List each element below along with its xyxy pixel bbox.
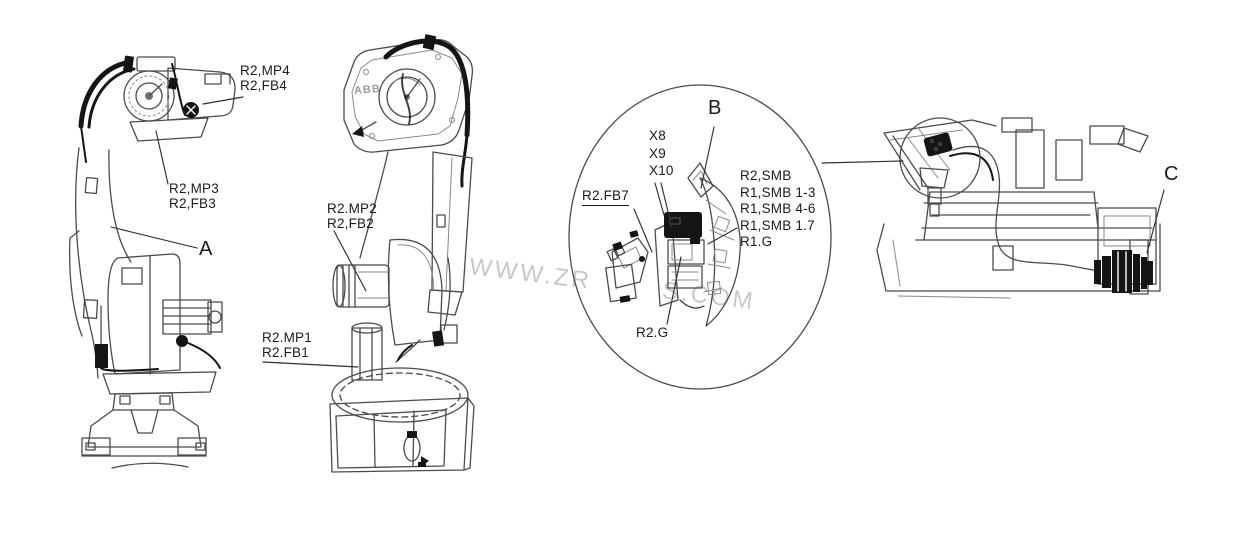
label-r2mp4: R2,MP4 [240, 63, 290, 78]
label-smb-list: R2,SMB R1,SMB 1-3 R1,SMB 4-6 R1,SMB 1.7 … [740, 168, 816, 251]
leader-smb [707, 227, 738, 245]
detail-connection-line [821, 160, 904, 164]
leader-x-connectors-2 [660, 182, 673, 229]
leader-mp3 [155, 130, 169, 185]
label-axis2-connectors: R2.MP2 R2,FB2 [327, 201, 377, 232]
leader-c [1146, 189, 1165, 254]
base-panel-symbol-icon [403, 431, 429, 467]
label-r2mp3: R2,MP3 [169, 181, 219, 196]
middle-robot-drawing [329, 34, 475, 473]
leader-lines [110, 96, 1165, 368]
leader-r2g [666, 256, 682, 325]
label-r2mp2: R2.MP2 [327, 201, 377, 216]
view-letter-b: B [708, 97, 722, 119]
label-x8: X8 [649, 128, 666, 143]
label-r1smb-4-6: R1,SMB 4-6 [740, 201, 816, 216]
leader-mp2 [333, 230, 367, 292]
label-r2fb4: R2,FB4 [240, 77, 287, 93]
leader-b [700, 126, 715, 189]
label-axis1-connectors: R2.MP1 R2.FB1 [262, 330, 312, 361]
label-r2g: R2.G [636, 325, 669, 340]
label-r1g: R1.G [740, 234, 773, 249]
label-x9: X9 [649, 145, 666, 161]
leader-mp4 [202, 96, 244, 105]
label-r2smb: R2,SMB [740, 168, 792, 183]
label-r2fb2: R2,FB2 [327, 215, 374, 231]
label-r2fb1: R2.FB1 [262, 344, 309, 360]
leader-x-connectors-1 [654, 182, 665, 216]
left-robot-drawing [68, 55, 236, 469]
label-x-connector-list: X8 X9 X10 [649, 127, 674, 180]
detail-b-drawing [568, 84, 832, 390]
label-r1smb-1-7: R1,SMB 1.7 [740, 217, 815, 233]
label-r2mp1: R2.MP1 [262, 330, 312, 345]
abb-logo: ABB [353, 83, 382, 97]
leader-fb7 [633, 208, 653, 253]
label-axis4-connectors: R2,MP4 R2,FB4 [240, 63, 290, 94]
view-letter-a: A [199, 238, 213, 260]
label-r2fb3: R2,FB3 [169, 195, 216, 211]
label-r2fb7: R2.FB7 [582, 188, 629, 206]
view-letter-c: C [1164, 163, 1179, 185]
label-axis3-connectors: R2,MP3 R2,FB3 [169, 181, 219, 212]
right-base-drawing [876, 117, 1161, 299]
leader-mp1 [262, 361, 359, 368]
leader-a [110, 226, 198, 249]
label-r1smb-1-3: R1,SMB 1-3 [740, 184, 816, 200]
label-x10: X10 [649, 163, 674, 178]
